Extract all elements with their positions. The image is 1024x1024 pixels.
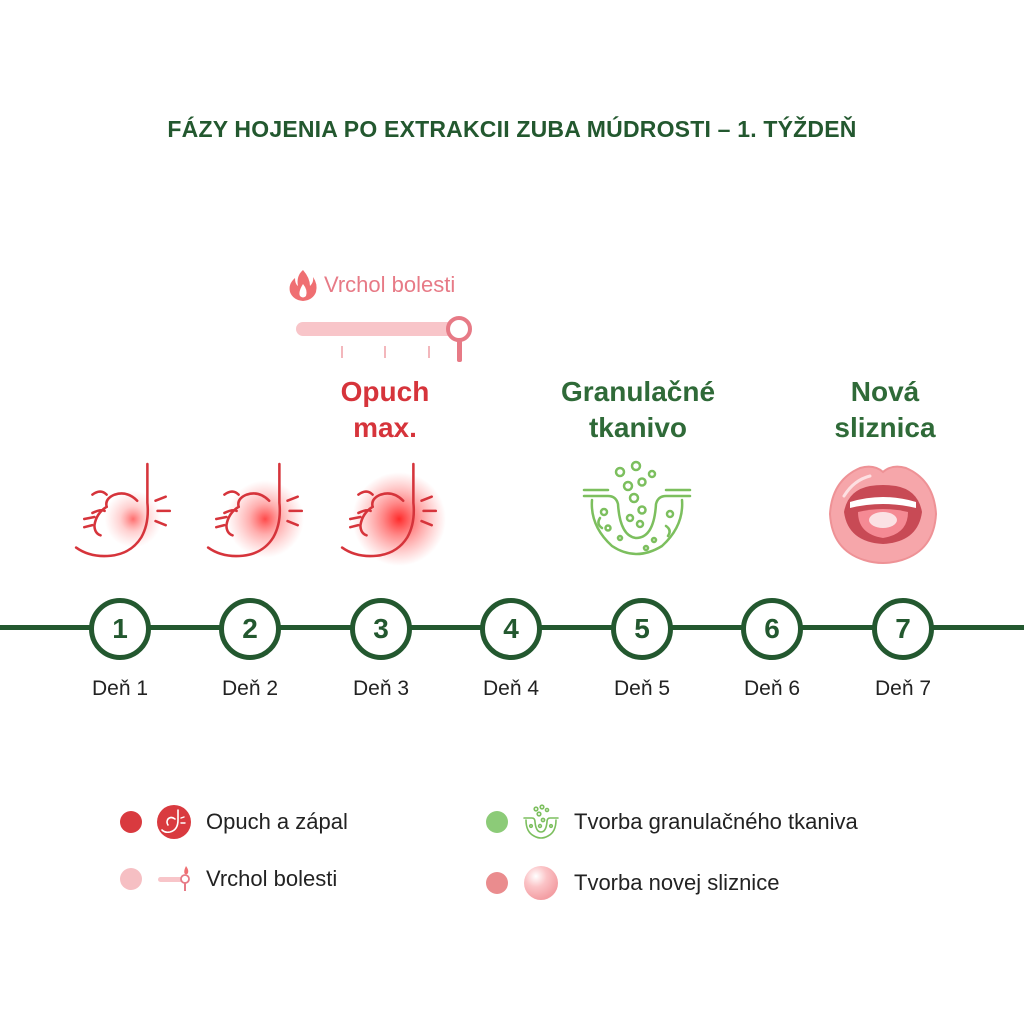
day-label-4: Deň 4 — [482, 677, 540, 700]
legend-dot — [486, 872, 508, 894]
legend-dot — [486, 811, 508, 833]
day-label-7: Deň 7 — [874, 677, 932, 700]
legend-item-pain-peak: Vrchol bolesti — [120, 864, 337, 894]
phase-label-granulation: Granulačné tkanivo — [560, 376, 716, 443]
legend-label: Vrchol bolesti — [206, 866, 338, 891]
thermometer-icon — [158, 866, 190, 891]
swollen-cheek-icon-day-2 — [202, 460, 304, 558]
day-node-7: 7 — [872, 598, 934, 660]
legend-item-swelling: Opuch a zápal — [120, 804, 348, 840]
legend-dot — [120, 868, 142, 890]
day-label-1: Deň 1 — [91, 677, 149, 700]
open-mouth-mucosa-icon — [828, 465, 938, 564]
day-label-5: Deň 5 — [613, 677, 671, 700]
phase-label-mucosa: Nová sliznica — [834, 376, 936, 443]
day-node-2: 2 — [219, 598, 281, 660]
granulation-tissue-icon — [523, 804, 559, 839]
swollen-cheek-icon-day-1 — [70, 460, 182, 572]
legend-item-mucosa: Tvorba novej sliznice — [486, 864, 779, 902]
day-node-6: 6 — [741, 598, 803, 660]
legend-dot — [120, 811, 142, 833]
mucosa-bubble-icon — [524, 866, 558, 900]
day-node-3: 3 — [350, 598, 412, 660]
day-node-5: 5 — [611, 598, 673, 660]
legend-label: Tvorba novej sliznice — [574, 870, 780, 895]
day-node-1: 1 — [89, 598, 151, 660]
swollen-cheek-icon — [157, 805, 191, 839]
granulation-tissue-icon — [582, 460, 692, 556]
pain-peak-label: Vrchol bolesti — [288, 268, 455, 302]
day-label-3: Deň 3 — [352, 677, 410, 700]
legend-item-granulation: Tvorba granulačného tkaniva — [486, 804, 858, 840]
page-title: FÁZY HOJENIA PO EXTRAKCII ZUBA MÚDROSTI … — [167, 116, 857, 142]
thermometer-icon — [296, 316, 472, 362]
day-node-4: 4 — [480, 598, 542, 660]
legend-label: Tvorba granulačného tkaniva — [574, 809, 858, 834]
pain-peak-text: Vrchol bolesti — [324, 272, 456, 297]
legend-label: Opuch a zápal — [206, 809, 348, 834]
swollen-cheek-icon-day-3 — [336, 460, 446, 566]
day-label-6: Deň 6 — [743, 677, 801, 700]
flame-icon — [289, 270, 317, 301]
day-label-2: Deň 2 — [221, 677, 279, 700]
phase-label-swelling: Opuch max. — [340, 376, 430, 443]
